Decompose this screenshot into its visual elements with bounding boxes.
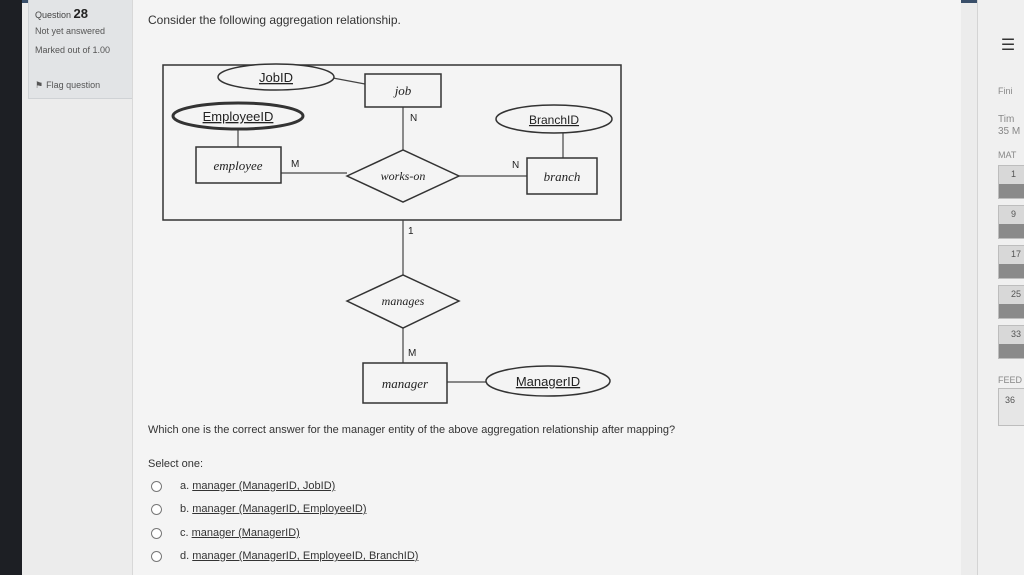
quiz-nav-number: 9	[1011, 209, 1017, 219]
question-number-label: Question 28	[35, 6, 88, 21]
attr-jobid-label: JobID	[259, 70, 293, 85]
option-text: manager (ManagerID)	[191, 527, 300, 540]
select-one-label: Select one:	[148, 458, 204, 470]
attr-employeeid	[171, 101, 305, 131]
attr-managerid	[485, 365, 611, 397]
flag-question-label: Flag question	[46, 80, 101, 90]
rel-manages	[345, 274, 461, 329]
hamburger-icon[interactable]: ☰	[1000, 37, 1016, 54]
entity-branch-label: branch	[544, 169, 581, 184]
line-jobid-job	[332, 77, 366, 85]
rel-works-on	[345, 149, 461, 203]
option-text: manager (ManagerID, JobID)	[192, 480, 336, 493]
entity-employee-label: employee	[213, 158, 262, 173]
card-aggregation: 1	[408, 226, 414, 237]
marks-label: MAT	[998, 150, 1017, 160]
answered-indicator	[999, 184, 1024, 198]
option-b[interactable]: b. manager (ManagerID, EmployeeID)	[151, 503, 367, 519]
card-job: N	[410, 113, 417, 124]
radio-option-a[interactable]	[151, 480, 162, 492]
option-letter: a.	[180, 480, 190, 493]
option-text: manager (ManagerID, EmployeeID)	[192, 503, 367, 516]
quiz-nav-button[interactable]: 33	[998, 325, 1024, 359]
answer-status: Not yet answered	[35, 26, 106, 36]
answered-indicator	[999, 224, 1024, 238]
entity-branch	[526, 157, 598, 195]
question-text: Which one is the correct answer for the …	[148, 424, 676, 436]
er-diagram: JobID EmployeeID BranchID ManagerID job …	[162, 63, 622, 404]
option-a[interactable]: a. manager (ManagerID, JobID)	[151, 480, 335, 496]
quiz-nav-number: 1	[1011, 169, 1017, 179]
option-text: manager (ManagerID, EmployeeID, BranchID…	[192, 550, 419, 563]
question-info-panel: Question 28 Not yet answered Marked out …	[28, 0, 134, 99]
option-letter: d.	[180, 550, 190, 563]
entity-job	[364, 73, 442, 108]
attr-employeeid-label: EmployeeID	[203, 109, 274, 124]
time-label: Tim	[998, 114, 1015, 125]
screen: Question 28 Not yet answered Marked out …	[22, 0, 1024, 575]
quiz-nav-number: 17	[1011, 249, 1022, 259]
time-value: 35 M	[998, 126, 1021, 137]
quiz-nav-button[interactable]: 9	[998, 205, 1024, 239]
flag-icon: ⚑	[35, 80, 44, 90]
attr-branchid-label: BranchID	[529, 113, 579, 127]
entity-manager-label: manager	[382, 376, 429, 391]
attr-branchid	[495, 104, 613, 134]
radio-option-d[interactable]	[151, 550, 162, 562]
option-d[interactable]: d. manager (ManagerID, EmployeeID, Branc…	[151, 550, 418, 566]
quiz-nav-number: 36	[1005, 395, 1016, 405]
entity-employee	[195, 146, 282, 184]
question-number: 28	[73, 6, 89, 21]
option-letter: c.	[180, 527, 189, 540]
feedback-label: FEED	[998, 375, 1023, 385]
card-manager: M	[408, 348, 416, 359]
option-c[interactable]: c. manager (ManagerID)	[151, 527, 300, 543]
entity-job-label: job	[393, 83, 412, 98]
quiz-nav-button[interactable]: 25	[998, 285, 1024, 319]
card-employee: M	[291, 159, 299, 170]
radio-option-c[interactable]	[151, 527, 162, 539]
question-content: Consider the following aggregation relat…	[132, 0, 961, 575]
flag-question-link[interactable]: ⚑Flag question	[35, 80, 100, 91]
finish-attempt-link[interactable]: Fini	[998, 86, 1013, 96]
quiz-nav-button[interactable]: 1	[998, 165, 1024, 199]
quiz-navigation: ☰ Fini Tim 35 M MAT 1 9 17 25 33 FEED 36	[977, 0, 1024, 575]
marked-out-of: Marked out of 1.00	[35, 45, 111, 55]
question-prompt: Consider the following aggregation relat…	[148, 13, 401, 27]
attr-jobid	[217, 63, 335, 91]
aggregation-box	[162, 64, 622, 221]
time-left-label: Tim 35 M	[998, 114, 1020, 138]
answered-indicator	[999, 344, 1024, 358]
card-branch: N	[512, 160, 519, 171]
quiz-nav-number: 25	[1011, 289, 1022, 299]
entity-manager	[362, 362, 448, 404]
rel-manages-label: manages	[382, 294, 425, 308]
attr-managerid-label: ManagerID	[516, 374, 580, 389]
option-letter: b.	[180, 503, 190, 516]
question-prefix: Question	[35, 10, 72, 20]
rel-works-on-label: works-on	[381, 169, 426, 183]
quiz-nav-button[interactable]: 17	[998, 245, 1024, 279]
radio-option-b[interactable]	[151, 503, 162, 515]
quiz-nav-button-36[interactable]: 36	[998, 388, 1024, 426]
answered-indicator	[999, 304, 1024, 318]
answered-indicator	[999, 264, 1024, 278]
quiz-nav-number: 33	[1011, 329, 1022, 339]
